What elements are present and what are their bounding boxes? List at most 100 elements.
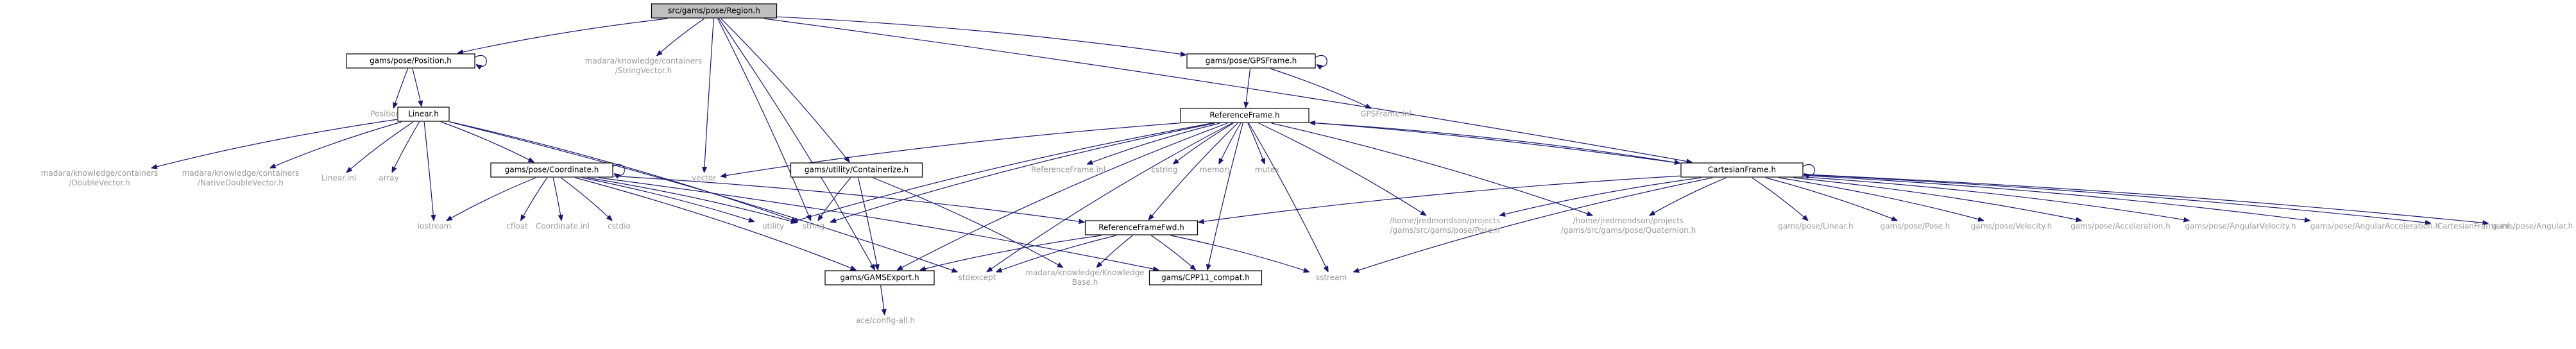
node-mutex[interactable]: mutex — [1255, 166, 1279, 174]
edge-cartesianframe-h-to-pose-pose — [1765, 177, 1898, 221]
node-label: gams/pose/AngularAcceleration.h — [2310, 222, 2440, 231]
node-doublevector[interactable]: madara/knowledge/containers/DoubleVector… — [41, 169, 158, 187]
node-label: CartesianFrame.h — [1708, 166, 1776, 174]
node-sstream[interactable]: sstream — [1316, 273, 1347, 282]
node-label: gams/pose/Linear.h — [1778, 222, 1853, 231]
edge-gamsexport-h-to-aceconfig — [880, 285, 885, 315]
edge-referenceframe-h-to-proj-quat — [1271, 123, 1593, 216]
edge-cartesianframe-h-to-sstream — [1353, 177, 1713, 272]
edge-referenceframe-h-to-utility — [792, 123, 1213, 222]
node-cartesianframe-inl[interactable]: CartesianFrame.inl — [2437, 222, 2510, 231]
node-cstring[interactable]: cstring — [1151, 166, 1177, 174]
edge-referenceframe-h-to-stdexcept — [987, 123, 1233, 272]
node-utility[interactable]: utility — [762, 222, 784, 231]
edge-referenceframe-h-to-vector — [721, 123, 1181, 176]
edge-gpsframe-h-to-gpsframe-h — [1315, 55, 1327, 66]
node-coordinate-h[interactable]: gams/pose/Coordinate.h — [490, 162, 613, 178]
node-referenceframefwd-h[interactable]: ReferenceFrameFwd.h — [1084, 220, 1198, 235]
edge-linear-h-to-linear-inl — [346, 121, 414, 173]
node-label: /gams/src/gams/pose/Quaternion.h — [1561, 226, 1696, 235]
node-label: gams/pose/Velocity.h — [1971, 222, 2052, 231]
node-label: gams/pose/GPSFrame.h — [1206, 56, 1297, 65]
node-label: gams/GAMSExport.h — [840, 273, 919, 282]
node-iostream[interactable]: iostream — [418, 222, 452, 231]
node-pose-linear[interactable]: gams/pose/Linear.h — [1778, 222, 1853, 231]
node-containerize-h[interactable]: gams/utility/Containerize.h — [790, 162, 923, 178]
edge-referenceframe-h-to-string — [830, 123, 1215, 222]
node-label: sstream — [1316, 273, 1347, 282]
edge-coordinate-h-to-cstdio — [560, 177, 612, 221]
node-pose-angular[interactable]: gams/pose/Angular.h — [2492, 222, 2573, 231]
node-string[interactable]: string — [803, 222, 824, 231]
node-cfloat[interactable]: cfloat — [506, 222, 528, 231]
node-proj-quat[interactable]: /home/jredmondson/projects/gams/src/gams… — [1561, 216, 1696, 235]
edge-gpsframe-h-to-gpsframe-inl — [1270, 68, 1371, 109]
node-proj-pose[interactable]: /home/jredmondson/projects/gams/src/gams… — [1390, 216, 1501, 235]
edge-cartesianframe-h-to-pose-angvel — [1803, 176, 2190, 221]
node-label: /NativeDoubleVector.h — [198, 178, 284, 187]
node-linear-h[interactable]: Linear.h — [397, 106, 450, 122]
node-label: gams/CPP11_compat.h — [1161, 273, 1250, 282]
node-label: src/gams/pose/Region.h — [668, 6, 760, 15]
node-coordinate-inl[interactable]: Coordinate.inl — [536, 222, 590, 231]
node-cpp11compat[interactable]: gams/CPP11_compat.h — [1148, 270, 1263, 285]
node-referenceframe-inl[interactable]: ReferenceFrame.inl — [1031, 166, 1105, 174]
edge-referenceframefwd-h-to-cpp11compat — [1151, 235, 1195, 270]
edge-referenceframe-h-to-cartesianframe-h — [1309, 122, 1680, 163]
node-box — [824, 270, 935, 285]
node-label: madara/knowledge/containers — [182, 169, 300, 178]
edge-referenceframe-h-to-proj-pose — [1258, 123, 1426, 216]
edge-referenceframefwd-h-to-knowledgebase — [1096, 235, 1133, 268]
node-label: ReferenceFrame.h — [1209, 111, 1279, 120]
node-vector[interactable]: vector — [692, 174, 716, 183]
node-memory[interactable]: memory — [1200, 166, 1232, 174]
node-pose-velocity[interactable]: gams/pose/Velocity.h — [1971, 222, 2052, 231]
node-cartesianframe-h[interactable]: CartesianFrame.h — [1680, 162, 1804, 178]
node-linear-inl[interactable]: Linear.inl — [321, 174, 356, 183]
edge-containerize-h-to-string — [818, 177, 851, 221]
node-cstdio[interactable]: cstdio — [608, 222, 631, 231]
node-nativedoublevector[interactable]: madara/knowledge/containers/NativeDouble… — [182, 169, 300, 187]
edge-containerize-h-to-gamsexport-h — [857, 177, 878, 270]
edge-cartesianframe-h-to-referenceframefwd-h — [1198, 175, 1681, 222]
node-stringvector[interactable]: madara/knowledge/containers/StringVector… — [585, 56, 703, 75]
node-root[interactable]: src/gams/pose/Region.h — [651, 3, 778, 19]
edge-cartesianframe-h-to-cartesianframe-h — [1802, 164, 1815, 175]
edge-coordinate-h-to-referenceframefwd-h — [613, 175, 1085, 222]
edge-root-to-cartesianframe-h — [763, 18, 1693, 162]
node-label: gams/utility/Containerize.h — [805, 166, 908, 174]
node-referenceframe-h[interactable]: ReferenceFrame.h — [1180, 108, 1309, 123]
edge-position-h-to-position-h — [474, 55, 487, 66]
node-array[interactable]: array — [379, 174, 398, 183]
node-pose-acceleration[interactable]: gams/pose/Acceleration.h — [2070, 222, 2171, 231]
node-box — [490, 162, 613, 178]
edge-cartesianframe-h-to-pose-linear — [1752, 177, 1809, 221]
edge-referenceframe-h-to-memory — [1218, 123, 1241, 164]
node-label: Base.h — [1072, 278, 1098, 287]
node-label: /DoubleVector.h — [69, 178, 130, 187]
node-label: Linear.h — [408, 110, 439, 119]
node-aceconfig[interactable]: ace/config-all.h — [856, 316, 915, 325]
edge-coordinate-h-to-iostream — [447, 177, 536, 221]
edge-referenceframe-h-to-mutex — [1247, 123, 1265, 164]
node-gpsframe-inl[interactable]: GPSFrame.inl — [1360, 110, 1412, 119]
node-pose-angacc[interactable]: gams/pose/AngularAcceleration.h — [2310, 222, 2440, 231]
node-box — [1084, 220, 1198, 235]
node-label: array — [379, 174, 398, 183]
node-gpsframe-h[interactable]: gams/pose/GPSFrame.h — [1186, 53, 1316, 69]
nodes: src/gams/pose/Region.h gams/pose/Position… — [41, 3, 2573, 325]
edge-coordinate-h-to-cfloat — [521, 177, 548, 221]
node-label: ace/config-all.h — [856, 316, 915, 325]
edge-root-to-vector — [704, 18, 714, 173]
node-gamsexport-h[interactable]: gams/GAMSExport.h — [824, 270, 935, 285]
node-label: CartesianFrame.inl — [2437, 222, 2510, 231]
node-pose-angvel[interactable]: gams/pose/AngularVelocity.h — [2185, 222, 2296, 231]
node-position-h[interactable]: gams/pose/Position.h — [346, 53, 475, 69]
edge-linear-h-to-array — [391, 121, 420, 173]
node-label: /home/jredmondson/projects — [1390, 216, 1501, 225]
node-pose-pose[interactable]: gams/pose/Pose.h — [1881, 222, 1950, 231]
node-stdexcept[interactable]: stdexcept — [959, 273, 996, 282]
edge-referenceframe-h-to-referenceframe-inl — [1087, 123, 1220, 164]
